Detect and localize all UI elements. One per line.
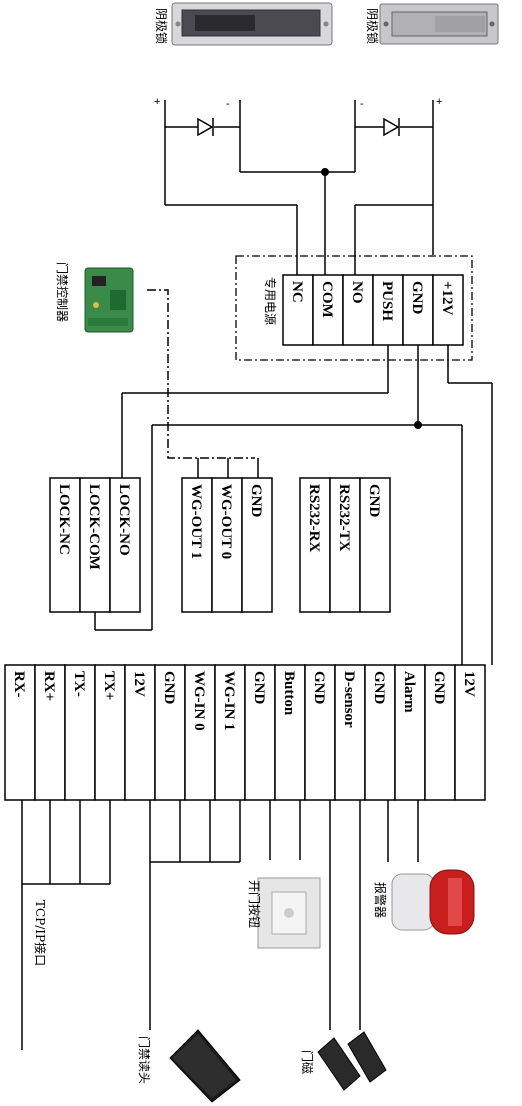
power-terminal-nc: NC [282, 274, 314, 346]
lock-terminal-label: LOCK-NO [116, 484, 132, 556]
main-terminal-label: WG-IN 1 [221, 671, 237, 731]
main-terminal-label: WG-IN 0 [191, 671, 207, 731]
rs232-terminal-rs232-tx: RS232-TX [329, 477, 361, 613]
lock-right-caption: 阴极锁 [365, 8, 380, 44]
power-terminal-block: NC COM NO PUSH GND +12V [282, 274, 464, 346]
wg-out-terminal-label: WG-OUT 0 [218, 484, 234, 559]
controller-caption: 门禁控制器 [55, 262, 70, 322]
lock-relay-terminal-block: LOCK-NC LOCK-COM LOCK-NO [49, 477, 141, 613]
main-terminal-gnd: GND [424, 664, 456, 801]
main-terminal-tx: TX- [64, 664, 96, 801]
wg-out-terminal-gnd: GND [241, 477, 273, 613]
power-supply-caption: 专用电源 [263, 277, 278, 325]
alarm-caption: 报警器 [373, 882, 388, 918]
power-terminal-label: NO [349, 281, 365, 304]
rs232-terminal-label: RS232-TX [336, 484, 352, 552]
main-terminal-label: TX+ [101, 671, 117, 700]
main-terminal-label: RX- [11, 671, 27, 698]
power-terminal-push: PUSH [372, 274, 404, 346]
reader-caption: 门禁读头 [137, 1036, 152, 1084]
rs232-terminal-label: RS232-RX [306, 484, 322, 553]
main-terminal-alarm: Alarm [394, 664, 426, 801]
diode-right-icon [383, 117, 400, 137]
power-terminal-gnd: GND [402, 274, 434, 346]
main-terminal-rx: RX- [4, 664, 36, 801]
rs232-terminal-label: GND [366, 484, 382, 518]
main-terminal-label: GND [161, 671, 177, 705]
main-terminal-button: Button [274, 664, 306, 801]
lock-terminal-label: LOCK-COM [86, 484, 102, 570]
main-terminal-label: 12V [131, 671, 147, 697]
power-terminal-12v: +12V [432, 274, 464, 346]
rs232-terminal-block: RS232-RX RS232-TX GND [299, 477, 391, 613]
lock-terminal-lock-no: LOCK-NO [109, 477, 141, 613]
main-terminal-label: 12V [461, 671, 477, 697]
exit-button-caption: 开门按钮 [247, 880, 262, 928]
power-terminal-label: GND [409, 281, 425, 315]
power-supply-box [235, 255, 473, 361]
door-contact-image [317, 1031, 387, 1091]
main-terminal-gnd: GND [304, 664, 336, 801]
interconnect-wiring [21, 345, 493, 1050]
main-terminal-label: GND [371, 671, 387, 705]
main-terminal-wg-in-0: WG-IN 0 [184, 664, 216, 801]
tcpip-caption: TCP/IP接口 [33, 900, 48, 966]
power-terminal-label: NC [289, 281, 305, 303]
power-terminal-label: +12V [439, 281, 455, 316]
polarity-minus-right: - [360, 98, 364, 110]
controller-image [84, 267, 134, 333]
diode-left-icon [197, 117, 214, 137]
polarity-minus-left: - [226, 98, 230, 110]
main-terminal-label: RX+ [41, 671, 57, 701]
exit-button-image [257, 877, 321, 949]
main-terminal-12v: 12V [454, 664, 486, 801]
controller-link-line [147, 289, 255, 459]
main-terminal-wg-in-1: WG-IN 1 [214, 664, 246, 801]
lock-wiring [164, 100, 434, 275]
power-terminal-com: COM [312, 274, 344, 346]
main-terminal-12v: 12V [124, 664, 156, 801]
main-terminal-label: D-sensor [341, 671, 357, 728]
lock-terminal-label: LOCK-NC [56, 484, 72, 555]
door-contact-caption: 门磁 [300, 1050, 315, 1074]
main-terminal-block: RX- RX+ TX- TX+ 12V GND WG-IN 0 WG-IN 1 GND Butto… [4, 664, 486, 801]
wg-out-terminal-label: GND [248, 484, 264, 518]
power-terminal-label: PUSH [379, 281, 395, 321]
main-terminal-label: Button [281, 671, 297, 716]
wg-out-terminal-block: WG-OUT 1 WG-OUT 0 GND [181, 477, 273, 613]
wg-out-terminal-label: WG-OUT 1 [188, 484, 204, 559]
main-terminal-rx: RX+ [34, 664, 66, 801]
polarity-plus-right: + [436, 96, 442, 108]
main-terminal-gnd: GND [244, 664, 276, 801]
lock-terminal-lock-com: LOCK-COM [79, 477, 111, 613]
lock-terminal-lock-nc: LOCK-NC [49, 477, 81, 613]
rs232-terminal-rs232-rx: RS232-RX [299, 477, 331, 613]
wg-out-terminal-wg-out-1: WG-OUT 1 [181, 477, 213, 613]
main-terminal-gnd: GND [154, 664, 186, 801]
reader-image [169, 1029, 241, 1103]
rs232-terminal-gnd: GND [359, 477, 391, 613]
main-terminal-label: GND [251, 671, 267, 705]
main-terminal-label: GND [311, 671, 327, 705]
main-terminal-label: TX- [71, 671, 87, 697]
power-terminal-label: COM [319, 281, 335, 318]
main-terminal-label: GND [431, 671, 447, 705]
lock-left-caption: 阴极锁 [154, 8, 169, 44]
main-terminal-label: Alarm [401, 671, 417, 713]
main-terminal-d-sensor: D-sensor [334, 664, 366, 801]
main-terminal-gnd: GND [364, 664, 396, 801]
main-terminal-tx: TX+ [94, 664, 126, 801]
wg-out-terminal-wg-out-0: WG-OUT 0 [211, 477, 243, 613]
polarity-plus-left: + [154, 96, 160, 108]
lock-left-image [171, 2, 333, 46]
lock-right-image [379, 3, 499, 45]
alarm-image [391, 869, 475, 935]
power-terminal-no: NO [342, 274, 374, 346]
